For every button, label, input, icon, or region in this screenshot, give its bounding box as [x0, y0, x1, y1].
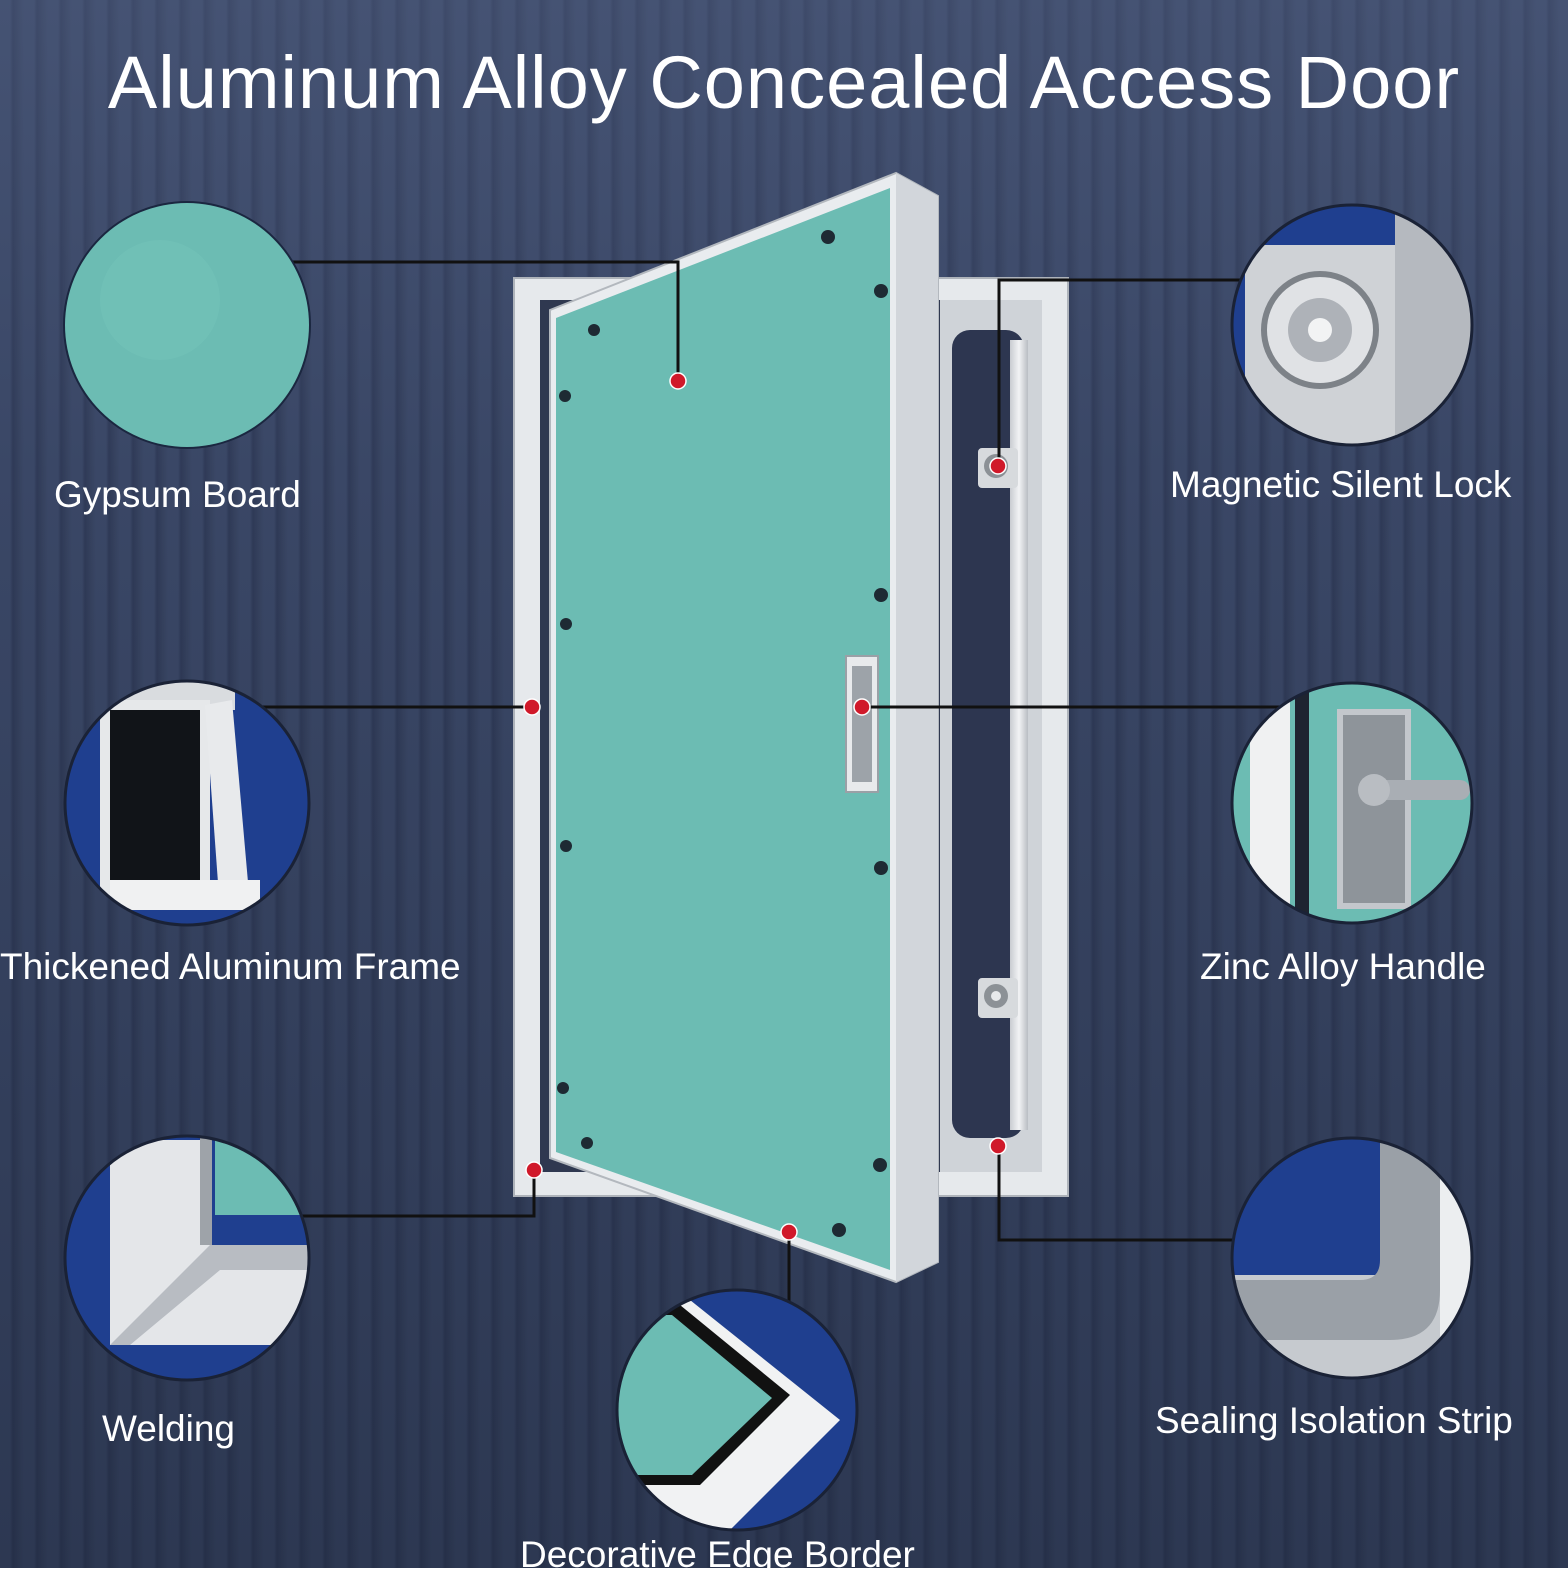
thickened-aluminum-frame-label: Thickened Aluminum Frame: [0, 946, 461, 987]
magnetic-silent-lock-callout: [1232, 205, 1472, 445]
marker-dots: [523, 372, 1007, 1241]
gypsum-board-label: Gypsum Board: [54, 474, 301, 515]
decorative-edge-border-label: Decorative Edge Border: [520, 1534, 915, 1575]
sealing-isolation-strip-callout: [1232, 1138, 1472, 1378]
gypsum-panel-face: [556, 188, 890, 1270]
gypsum-board-callout: [63, 201, 311, 449]
magnetic-lock-stud-bottom: [978, 978, 1018, 1018]
thickened-aluminum-frame-callout: [65, 681, 309, 925]
decorative-edge-border-callout: [617, 1290, 857, 1530]
door-panel: [549, 171, 939, 1284]
leader-lines: [200, 260, 1302, 1325]
door-handle: [845, 655, 879, 793]
callout-rims: [63, 203, 1474, 1532]
page-title: Aluminum Alloy Concealed Access Door: [107, 41, 1461, 124]
welding-callout: [65, 1136, 309, 1380]
welding-label: Welding: [102, 1408, 236, 1449]
panel-screws: [557, 230, 888, 1237]
magnetic-silent-lock-label: Magnetic Silent Lock: [1170, 464, 1512, 505]
zinc-alloy-handle-label: Zinc Alloy Handle: [1200, 946, 1486, 987]
sealing-isolation-strip-label: Sealing Isolation Strip: [1155, 1400, 1513, 1441]
zinc-alloy-handle-callout: [1232, 683, 1472, 923]
